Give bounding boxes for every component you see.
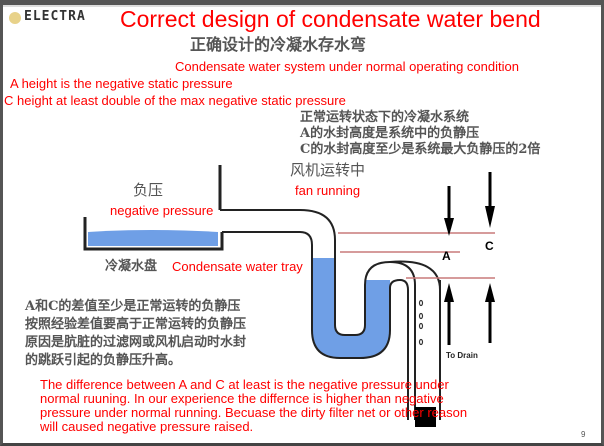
label-a: A xyxy=(442,249,451,263)
arrow-a-up xyxy=(444,283,454,345)
neg-cn: 负压 xyxy=(133,181,164,199)
diff-cn-1: A和C的差值至少是正常运转的负静压 xyxy=(25,299,241,314)
top-bar xyxy=(3,5,601,7)
system-cn-1: 正常运转状态下的冷凝水系统 xyxy=(300,110,470,125)
to-drain-label: To Drain xyxy=(446,351,478,360)
arrow-c-up xyxy=(485,283,495,343)
c-height-en: C height at least double of the max nega… xyxy=(4,93,346,108)
arrow-c-down xyxy=(485,172,495,228)
label-c: C xyxy=(485,239,494,253)
diff-cn-3: 原因是肮脏的过滤网或风机启动时水封 xyxy=(25,335,247,350)
diff-en-4: will caused negative pressure raised. xyxy=(40,419,254,434)
system-en: Condensate water system under normal ope… xyxy=(175,59,519,74)
neg-en: negative pressure xyxy=(110,203,214,218)
a-height-en: A height is the negative static pressure xyxy=(10,76,233,91)
tray-en: Condensate water tray xyxy=(172,259,303,274)
diff-en-1: The difference between A and C at least … xyxy=(40,377,449,392)
title-cn: 正确设计的冷凝水存水弯 xyxy=(190,35,367,54)
arrow-a-down xyxy=(444,186,454,236)
drain-outlet-block xyxy=(415,407,436,427)
diff-en-2: normal ruuning. In our experience the di… xyxy=(40,391,444,406)
drain-pipe-inner xyxy=(222,231,409,420)
diff-cn-2: 按照经验差值要高于正常运转的负静压 xyxy=(25,317,247,332)
tray-cn: 冷凝水盘 xyxy=(105,259,158,274)
diff-en-3: pressure under normal running. Becuase t… xyxy=(40,405,468,420)
logo-icon xyxy=(9,12,21,24)
water-drops-icon xyxy=(418,299,424,346)
logo: ELECTRA xyxy=(24,9,86,24)
diff-cn-4: 的跳跃引起的负静压升高。 xyxy=(25,353,182,368)
fan-cn: 风机运转中 xyxy=(290,161,366,179)
tray-water xyxy=(88,230,218,246)
condensate-tray xyxy=(83,217,224,251)
page-number: 9 xyxy=(581,430,586,439)
trap-water xyxy=(312,258,390,358)
title-en: Correct design of condensate water bend xyxy=(120,6,541,32)
drain-pipe-arch xyxy=(389,260,441,291)
fan-en: fan running xyxy=(295,183,361,198)
system-cn-3: C的水封高度至少是系统最大负静压的2倍 xyxy=(300,142,541,157)
system-cn-2: A的水封高度是系统中的负静压 xyxy=(300,126,480,141)
